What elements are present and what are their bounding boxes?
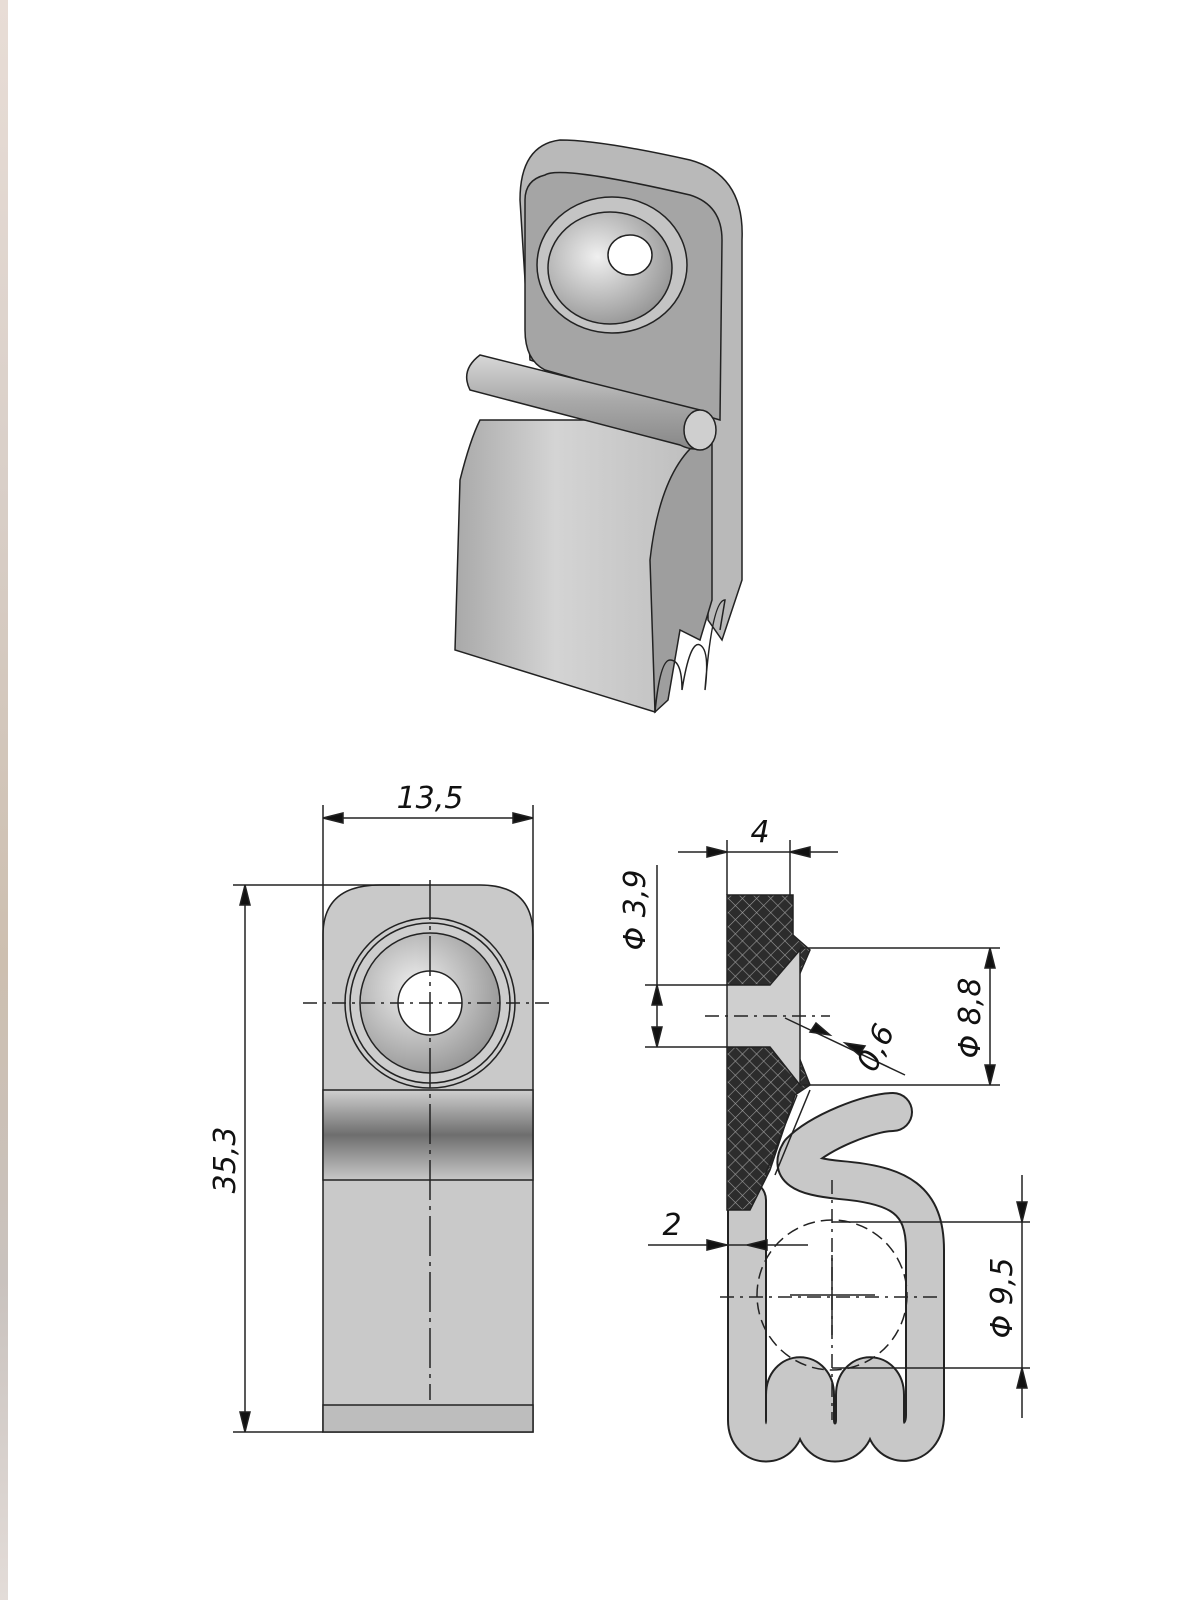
page-edge-strip <box>0 0 8 1600</box>
clip-profile <box>729 1094 943 1461</box>
front-view <box>233 805 555 1433</box>
dim-counterbore-diameter: Φ 8,8 <box>953 978 988 1059</box>
isometric-view <box>454 139 743 714</box>
dim-height: 35,3 <box>208 1127 243 1194</box>
dim-gap: 0,6 <box>850 1019 902 1077</box>
iso-waves <box>654 599 726 713</box>
dim-cable-diameter: Φ 9,5 <box>985 1258 1020 1339</box>
iso-body-edge <box>649 428 713 714</box>
iso-hole <box>607 234 653 276</box>
dim-hole-diameter: Φ 3,9 <box>618 870 653 951</box>
front-band <box>322 1089 534 1181</box>
section-view <box>645 840 1030 1463</box>
dim-plate-thickness: 4 <box>750 815 769 850</box>
dim-wall: 2 <box>662 1208 681 1243</box>
dim-width: 13,5 <box>397 781 464 816</box>
front-bottom-strip <box>322 1404 534 1433</box>
